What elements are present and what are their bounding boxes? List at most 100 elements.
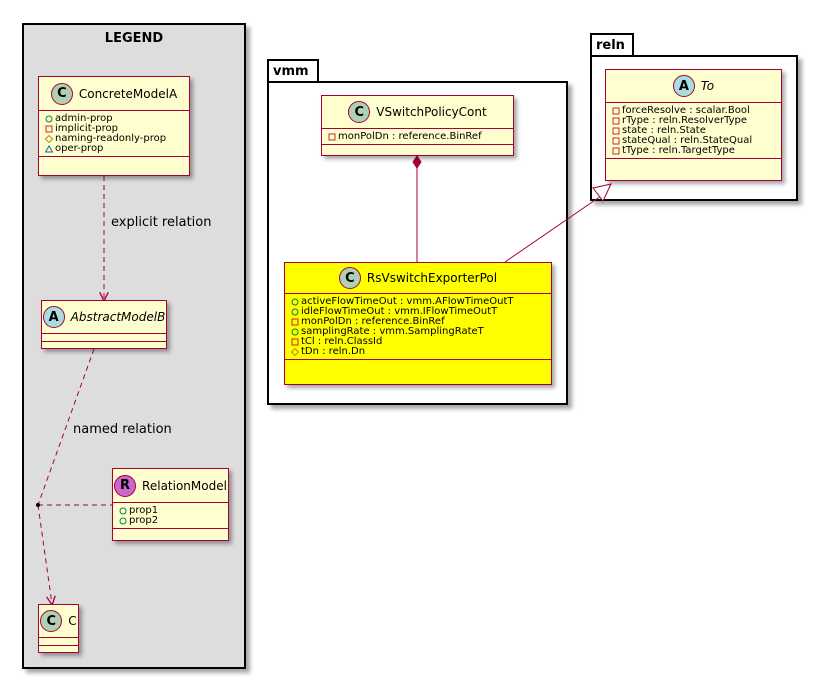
attribute-text: activeFlowTimeOut : vmm.AFlowTimeOutT (301, 296, 514, 307)
attribute-list: monPolDn : reference.BinRef (322, 129, 513, 145)
public-visibility-icon (291, 328, 299, 336)
attribute-item: tDn : reln.Dn (291, 347, 547, 357)
private-visibility-marker (328, 133, 338, 141)
protected-visibility-icon (291, 348, 299, 356)
class-name: ConcreteModelA (78, 86, 178, 101)
attribute-text: prop2 (129, 515, 159, 526)
attribute-text: implicit-prop (55, 123, 118, 134)
attribute-text: monPolDn : reference.BinRef (301, 316, 445, 327)
attribute-text: state : reln.State (622, 125, 706, 136)
class-header: C RsVswitchExporterPol (285, 263, 551, 294)
public-visibility-marker (291, 328, 301, 336)
attribute-text: admin-prop (55, 113, 113, 124)
class-header: R RelationModel (113, 469, 228, 503)
protected-visibility-icon (45, 135, 53, 143)
attribute-text: rType : reln.ResolverType (622, 115, 748, 126)
attribute-text: naming-readonly-prop (55, 133, 167, 144)
package-visibility-icon (45, 145, 53, 153)
public-visibility-marker (291, 298, 301, 306)
private-visibility-marker (612, 117, 622, 125)
relation-badge-icon: R (114, 474, 137, 497)
abstract-badge-icon: A (672, 75, 695, 97)
operations-compartment (322, 145, 513, 153)
class-vswitch-policy-cont[interactable]: C VSwitchPolicyCont monPolDn : reference… (321, 95, 514, 156)
package-tab-reln: reln (590, 33, 634, 57)
class-name: AbstractModelB (70, 310, 166, 324)
class-name: C (68, 614, 77, 628)
attributes-compartment (39, 638, 78, 646)
named-relation-arrow (37, 504, 52, 604)
inheritance-triangle (592, 183, 612, 202)
legend-title: LEGEND (104, 31, 164, 46)
attribute-item: prop1 (119, 506, 224, 516)
attribute-text: samplingRate : vmm.SamplingRateT (301, 326, 484, 337)
composition-diamond (412, 155, 422, 169)
protected-visibility-marker (45, 135, 55, 143)
public-visibility-icon (291, 298, 299, 306)
attribute-item: idleFlowTimeOut : vmm.IFlowTimeOutT (291, 307, 547, 317)
attribute-item: implicit-prop (45, 124, 185, 134)
class-header: C ConcreteModelA (39, 77, 189, 111)
attribute-text: forceResolve : scalar.Bool (622, 105, 750, 116)
attribute-text: tType : reln.TargetType (622, 145, 735, 156)
attribute-item: samplingRate : vmm.SamplingRateT (291, 327, 547, 337)
public-visibility-marker (45, 115, 55, 123)
private-visibility-marker (612, 137, 622, 145)
public-visibility-marker (291, 308, 301, 316)
attribute-item: tType : reln.TargetType (612, 146, 777, 156)
protected-visibility-marker (291, 348, 301, 356)
inheritance-line (504, 195, 602, 263)
class-badge-icon: C (50, 82, 73, 105)
public-visibility-icon (45, 115, 53, 123)
private-visibility-icon (328, 133, 336, 141)
class-name: RsVswitchExporterPol (366, 271, 498, 285)
private-visibility-icon (291, 318, 299, 326)
private-visibility-icon (45, 125, 53, 133)
public-visibility-icon (119, 517, 127, 525)
attribute-item: naming-readonly-prop (45, 134, 185, 144)
class-header: A To (606, 70, 781, 103)
attribute-text: stateQual : reln.StateQual (622, 135, 753, 146)
public-visibility-icon (119, 507, 127, 515)
class-name: VSwitchPolicyCont (376, 105, 487, 119)
operations-compartment (606, 159, 781, 167)
attribute-item: forceResolve : scalar.Bool (612, 106, 777, 116)
attribute-text: monPolDn : reference.BinRef (338, 131, 482, 142)
public-visibility-icon (291, 308, 299, 316)
private-visibility-icon (291, 338, 299, 346)
private-visibility-icon (612, 107, 620, 115)
private-visibility-marker (291, 338, 301, 346)
attribute-item: tCl : reln.ClassId (291, 337, 547, 347)
private-visibility-marker (612, 107, 622, 115)
attribute-item: monPolDn : reference.BinRef (328, 132, 509, 142)
private-visibility-marker (612, 147, 622, 155)
private-visibility-marker (291, 318, 301, 326)
class-badge-icon: C (348, 101, 371, 123)
operations-compartment (39, 157, 189, 165)
class-name: RelationModel (142, 478, 227, 493)
attribute-text: prop1 (129, 505, 159, 516)
attribute-text: tCl : reln.ClassId (301, 336, 383, 347)
private-visibility-icon (612, 117, 620, 125)
public-visibility-marker (119, 517, 129, 525)
class-rs-vswitch-exporter-pol[interactable]: C RsVswitchExporterPol activeFlowTimeOut… (284, 262, 552, 385)
attribute-item: admin-prop (45, 114, 185, 124)
class-badge-icon: C (338, 267, 361, 289)
class-header: A AbstractModelB (42, 301, 166, 334)
attribute-item: stateQual : reln.StateQual (612, 136, 777, 146)
package-name-reln: reln (596, 38, 625, 53)
class-c[interactable]: C C (38, 604, 79, 653)
package-visibility-marker (45, 145, 55, 153)
package-tab-vmm: vmm (267, 59, 319, 83)
class-abstract-model-b[interactable]: A AbstractModelB (41, 300, 167, 349)
named-relation-label: named relation (73, 422, 172, 437)
relation-junction (36, 503, 40, 507)
